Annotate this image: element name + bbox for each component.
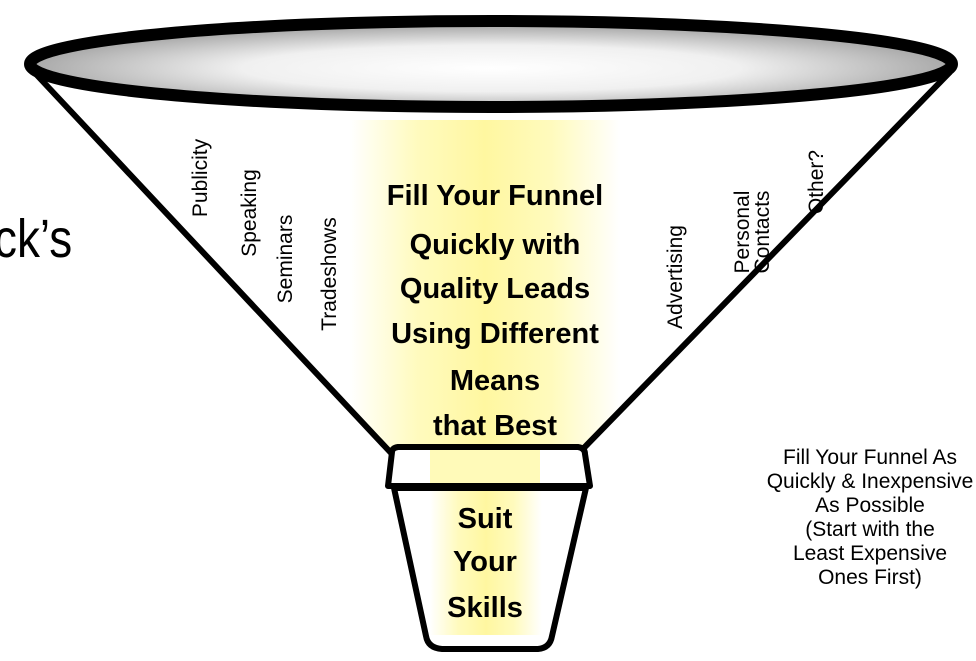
neck-highlight [430,450,540,488]
channel-label-other: Other? [805,149,828,215]
channel-label-seminars: Seminars [274,214,297,304]
center-text-line-3: Quality Leads [399,273,591,305]
side-note-line-6: Ones First) [818,566,922,589]
cut-off-heading-fragment: ck’s [0,209,73,269]
stem-text-line-3: Skills [447,592,523,624]
channel-label-tradeshows: Tradeshows [318,217,341,331]
side-note-line-3: As Possible [815,494,925,517]
channel-label-publicity: Publicity [189,138,212,218]
funnel-cone-outline [31,69,953,457]
channel-label-personal-contacts: Personal Contacts [731,181,777,283]
personal-contacts-line2: Contacts [751,190,774,274]
stem-highlight [430,488,542,635]
side-note: Fill Your Funnel As Quickly & Inexpensiv… [700,446,976,590]
channel-label-speaking: Speaking [238,169,261,257]
side-note-line-1: Fill Your Funnel As [783,446,957,469]
side-note-line-5: Least Expensive [792,542,948,565]
side-note-line-2: Quickly & Inexpensive [766,470,974,493]
center-text-line-2: Quickly with [409,229,581,261]
channel-label-advertising: Advertising [664,225,687,329]
stem-text-line-2: Your [453,546,517,578]
stem-text-line-1: Suit [457,503,513,535]
highlight-column [350,120,620,450]
center-text-line-6: that Best [432,410,558,442]
center-text-line-4: Using Different [391,318,599,350]
funnel-rim [24,15,958,113]
side-note-line-4: (Start with the [805,518,935,541]
personal-contacts-line1: Personal [731,190,754,274]
center-text-line-5: Means [449,365,541,397]
center-text-line-1: Fill Your Funnel [386,180,604,212]
